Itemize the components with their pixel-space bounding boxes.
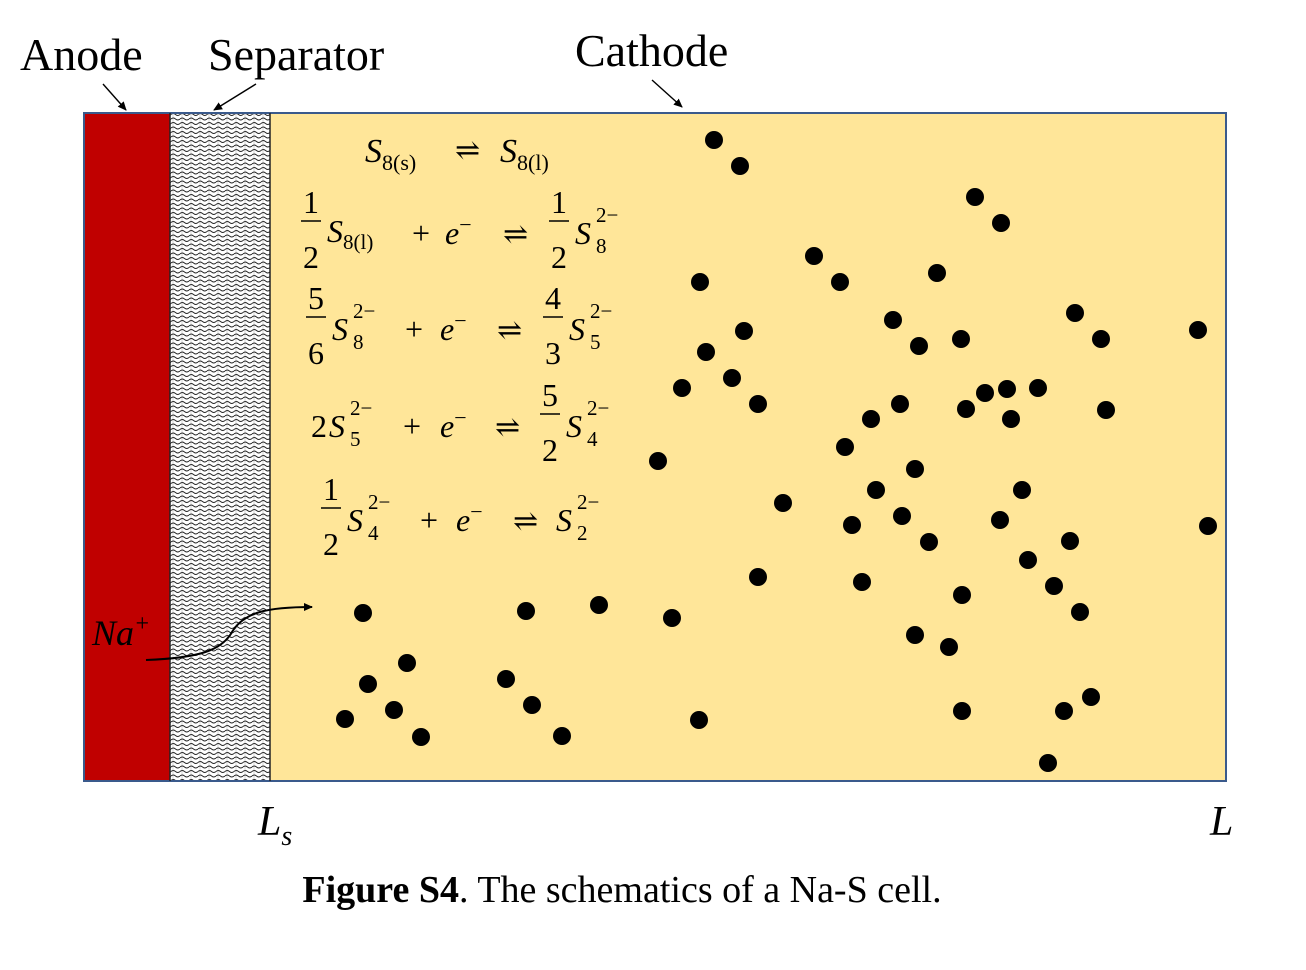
separator-pointer-arrow <box>213 83 257 111</box>
separator-label: Separator <box>208 29 384 80</box>
svg-text:4: 4 <box>545 280 561 316</box>
svg-text:2: 2 <box>311 408 327 444</box>
svg-text:S2−8: S2−8 <box>332 299 375 354</box>
anode-region <box>84 113 170 781</box>
svg-text:S2−4: S2−4 <box>347 490 390 545</box>
svg-text:3: 3 <box>545 335 561 371</box>
cell-border <box>83 112 1227 782</box>
svg-text:S8(l): S8(l) <box>327 213 373 254</box>
caption-text: . The schematics of a Na-S cell. <box>459 869 942 911</box>
svg-text:1: 1 <box>323 471 339 507</box>
figure-number: Figure S4 <box>302 869 459 911</box>
svg-text:+: + <box>403 408 421 444</box>
cell-length-label: L <box>1209 799 1233 845</box>
figure-caption: Figure S4. The schematics of a Na-S cell… <box>0 868 1244 912</box>
svg-text:6: 6 <box>308 335 324 371</box>
cathode-pointer-arrow <box>651 79 683 108</box>
anode-label: Anode <box>20 29 143 80</box>
svg-text:5: 5 <box>308 280 324 316</box>
svg-text:S2−5: S2−5 <box>569 299 612 354</box>
svg-text:+: + <box>405 311 423 347</box>
svg-text:e−: e− <box>456 499 483 538</box>
svg-text:e−: e− <box>440 405 467 444</box>
reaction-1: S8(s) ⇌ S8(l) <box>365 133 549 175</box>
svg-text:2: 2 <box>323 526 339 562</box>
na-transport-arrow <box>145 603 313 661</box>
svg-text:1: 1 <box>303 184 319 220</box>
svg-text:⇌: ⇌ <box>495 411 520 444</box>
svg-text:S2−4: S2−4 <box>566 396 609 451</box>
cathode-label: Cathode <box>575 25 728 76</box>
svg-text:2: 2 <box>303 239 319 275</box>
svg-text:⇌: ⇌ <box>503 218 528 251</box>
svg-text:⇌: ⇌ <box>513 505 538 538</box>
svg-text:S8(s): S8(s) <box>365 133 416 175</box>
svg-text:e−: e− <box>440 308 467 347</box>
svg-text:5: 5 <box>542 377 558 413</box>
svg-text:S2−8: S2−8 <box>575 203 618 258</box>
svg-text:⇌: ⇌ <box>455 134 480 167</box>
svg-text:2: 2 <box>542 432 558 468</box>
sulfur-particles <box>336 131 1217 772</box>
svg-text:S8(l): S8(l) <box>500 133 549 175</box>
svg-text:1: 1 <box>551 184 567 220</box>
svg-text:S2−2: S2−2 <box>556 490 599 545</box>
svg-text:+: + <box>412 215 430 251</box>
na-ion-label: Na+ <box>91 611 150 653</box>
separator-length-label: Ls <box>257 799 292 852</box>
svg-text:2: 2 <box>551 239 567 275</box>
svg-text:e−: e− <box>445 212 472 251</box>
svg-text:S2−5: S2−5 <box>329 396 372 451</box>
svg-text:+: + <box>420 502 438 538</box>
separator-region <box>170 113 270 781</box>
anode-pointer-arrow <box>102 83 127 111</box>
cathode-region <box>270 113 1226 781</box>
svg-text:⇌: ⇌ <box>497 314 522 347</box>
